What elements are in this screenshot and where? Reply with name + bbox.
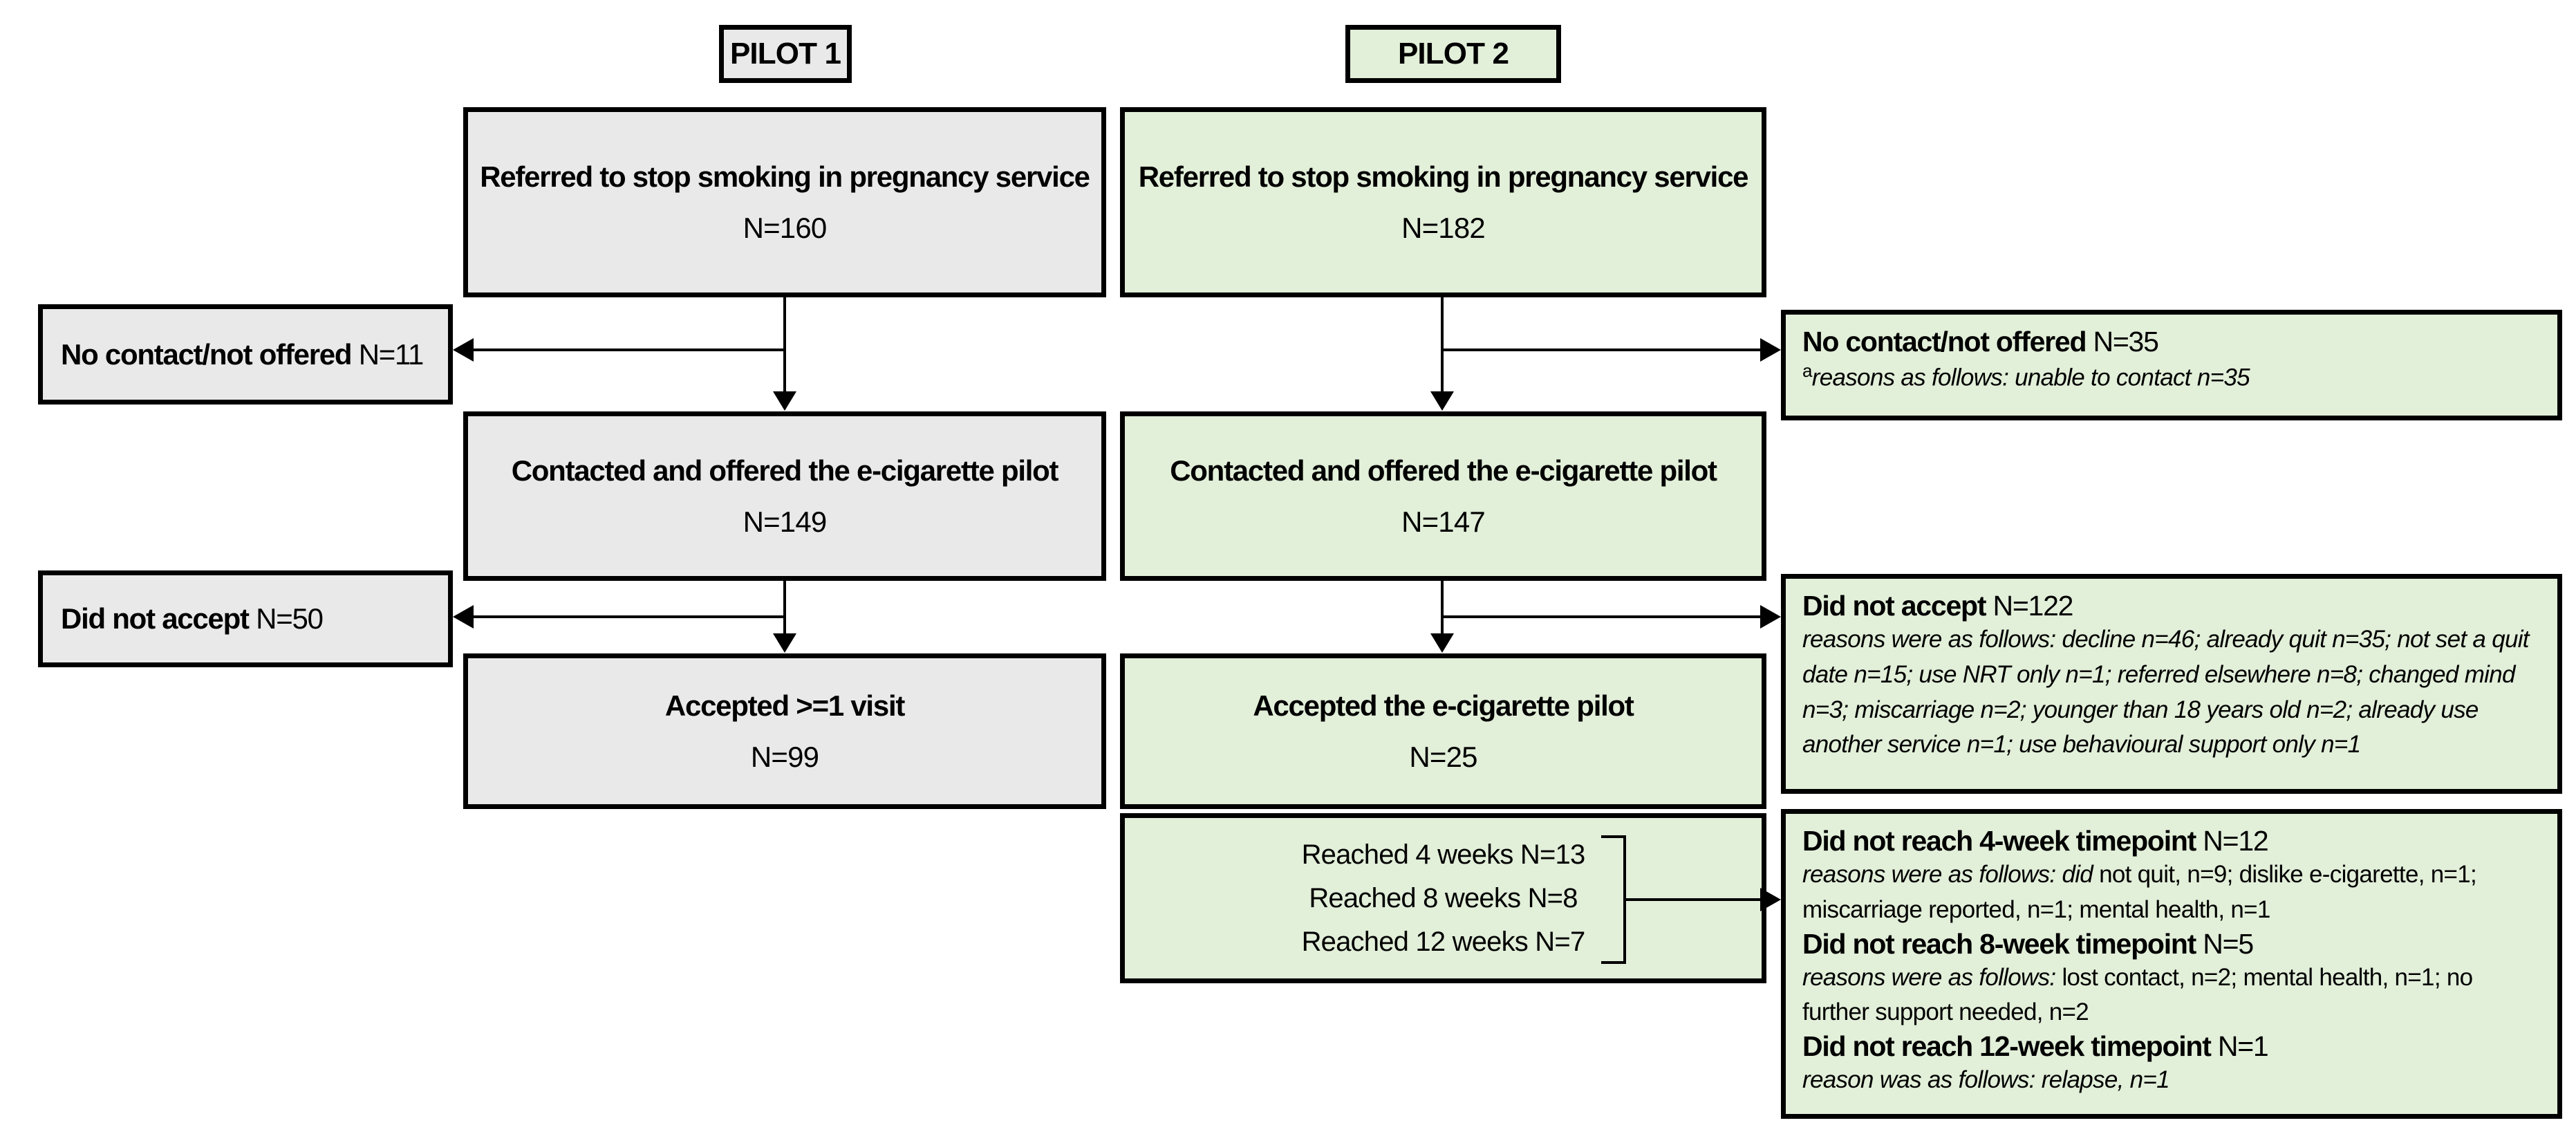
reached-4-weeks: Reached 4 weeks N=13 (1301, 839, 1586, 870)
pilot2-header-label: PILOT 2 (1397, 37, 1509, 71)
pilot2-arrow-into-no-contact (1760, 338, 1781, 362)
did-not-reach-4-week-title-line: Did not reach 4-week timepoint N=12 (1802, 825, 2269, 857)
pilot2-did-not-reach-box: Did not reach 4-week timepoint N=12 reas… (1781, 809, 2562, 1119)
footnote-marker: a (1802, 360, 1812, 381)
pilot1-no-contact-title: No contact/not offered (61, 337, 353, 371)
pilot1-connector-referred-contacted (783, 297, 786, 397)
pilot2-accepted-title: Accepted the e-cigarette pilot (1253, 689, 1634, 722)
pilot1-branch-no-contact-line (474, 349, 785, 351)
pilot1-arrow-into-contacted (773, 391, 796, 411)
pilot2-did-not-accept-n: N=122 (1992, 590, 2073, 622)
pilot1-connector-contacted-accepted (783, 581, 786, 636)
pilot1-accepted-title: Accepted >=1 visit (664, 689, 905, 722)
pilot1-referred-title: Referred to stop smoking in pregnancy se… (480, 160, 1090, 193)
pilot2-did-not-accept-reasons: reasons were as follows: decline n=46; a… (1802, 626, 2530, 759)
pilot2-accepted-n: N=25 (1409, 740, 1477, 773)
pilot1-did-not-accept-text: Did not accept N=50 (43, 602, 448, 635)
pilot1-accepted-box: Accepted >=1 visit N=99 (463, 653, 1106, 809)
pilot2-connector-referred-contacted (1441, 297, 1444, 397)
pilot1-did-not-accept-title: Did not accept (61, 602, 250, 635)
pilot1-accepted-n: N=99 (750, 740, 819, 773)
pilot1-did-not-accept-box: Did not accept N=50 (38, 570, 453, 667)
pilot2-arrow-into-accepted (1430, 633, 1454, 653)
pilot1-branch-did-not-accept-line (474, 615, 785, 618)
pilot1-referred-n: N=160 (743, 211, 828, 244)
pilot2-no-contact-box: No contact/not offered N=35 areasons as … (1781, 310, 2562, 420)
pilot2-no-contact-n: N=35 (2093, 326, 2158, 357)
reached-12-weeks: Reached 12 weeks N=7 (1301, 926, 1586, 957)
pilot1-contacted-n: N=149 (743, 505, 828, 538)
did-not-reach-12-week-reasons: reason was as follows: relapse, n=1 (1802, 1066, 2170, 1093)
pilot2-did-not-accept-box: Did not accept N=122 reasons were as fol… (1781, 574, 2562, 794)
pilot2-contacted-box: Contacted and offered the e-cigarette pi… (1120, 411, 1766, 581)
pilot2-referred-n: N=182 (1401, 211, 1486, 244)
pilot2-referred-box: Referred to stop smoking in pregnancy se… (1120, 107, 1766, 297)
pilot1-no-contact-n: N=11 (358, 337, 424, 371)
reached-bracket-bottom-tick (1601, 961, 1626, 964)
did-not-reach-8-week-reasons: reasons were as follows: lost contact, n… (1802, 963, 2473, 1026)
pilot1-contacted-box: Contacted and offered the e-cigarette pi… (463, 411, 1106, 581)
did-not-reach-4-week-reasons: reasons were as follows: did not quit, n… (1802, 861, 2477, 923)
pilot2-did-not-accept-title: Did not accept (1802, 590, 1986, 622)
pilot2-accepted-box: Accepted the e-cigarette pilot N=25 (1120, 653, 1766, 809)
did-not-reach-12-week-title-line: Did not reach 12-week timepoint N=1 (1802, 1030, 2269, 1062)
footnote-text: reasons as follows: unable to contact n=… (1811, 364, 2250, 391)
pilot2-header-box: PILOT 2 (1345, 25, 1561, 83)
pilot1-arrow-into-did-not-accept (453, 605, 474, 629)
pilot2-contacted-n: N=147 (1401, 505, 1486, 538)
pilot1-no-contact-text: No contact/not offered N=11 (43, 338, 448, 371)
pilot2-no-contact-title: No contact/not offered (1802, 326, 2087, 357)
reached-8-weeks: Reached 8 weeks N=8 (1309, 882, 1578, 913)
arrow-into-did-not-reach (1760, 888, 1781, 911)
pilot2-contacted-title: Contacted and offered the e-cigarette pi… (1170, 454, 1717, 487)
pilot1-referred-box: Referred to stop smoking in pregnancy se… (463, 107, 1106, 297)
pilot1-no-contact-box: No contact/not offered N=11 (38, 304, 453, 405)
pilot2-arrow-into-did-not-accept (1760, 605, 1781, 629)
pilot1-header-box: PILOT 1 (719, 25, 852, 83)
pilot2-no-contact-text: No contact/not offered N=35 (1802, 326, 2541, 358)
pilot2-did-not-accept-text: Did not accept N=122 (1802, 590, 2541, 622)
pilot1-arrow-into-no-contact (453, 338, 474, 362)
pilot1-did-not-accept-n: N=50 (256, 602, 324, 635)
pilot1-contacted-title: Contacted and offered the e-cigarette pi… (511, 454, 1059, 487)
did-not-reach-8-week-title-line: Did not reach 8-week timepoint N=5 (1802, 927, 2254, 960)
pilot2-no-contact-footnote: areasons as follows: unable to contact n… (1802, 358, 2541, 396)
pilot1-arrow-into-accepted (773, 633, 796, 653)
pilot2-arrow-into-contacted (1430, 391, 1454, 411)
reached-bracket-vertical (1623, 835, 1626, 964)
pilot2-connector-contacted-accepted (1441, 581, 1444, 636)
pilot1-header-label: PILOT 1 (729, 37, 841, 71)
pilot2-branch-no-contact-line (1442, 349, 1762, 351)
pilot2-referred-title: Referred to stop smoking in pregnancy se… (1138, 160, 1749, 193)
reached-to-did-not-reach-line (1626, 898, 1763, 901)
reached-bracket-top-tick (1601, 835, 1626, 838)
pilot2-branch-did-not-accept-line (1442, 615, 1762, 618)
